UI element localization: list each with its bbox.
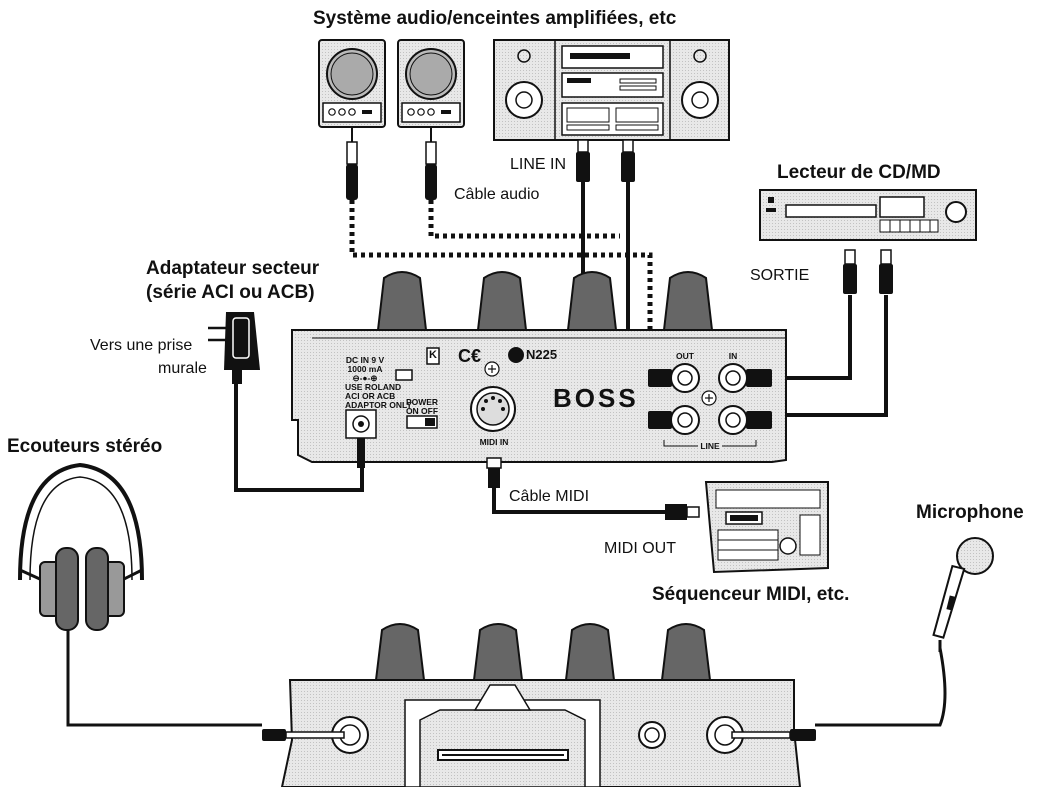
out-jack-label: OUT: [676, 351, 694, 361]
kensington-lock-icon: K: [429, 349, 437, 361]
line-bracket-label: LINE: [698, 442, 722, 451]
microphone: [932, 537, 994, 652]
speaker-jack-plugs: [346, 127, 437, 200]
headphones-label: Ecouteurs stéréo: [7, 436, 163, 457]
speaker-right: [397, 39, 465, 128]
power-label: POWER ON OFF: [404, 398, 440, 416]
dc-in-adaptor-only: ADAPTOR ONLY: [345, 400, 413, 410]
dc-in-aci-acb: ACI OR ACB: [345, 391, 396, 401]
ce-mark: C€: [458, 346, 482, 366]
speaker-left: [318, 39, 386, 128]
power-on-off: ON OFF: [405, 406, 439, 416]
midi-cable-label: Câble MIDI: [509, 488, 590, 505]
unit-rear-view: [291, 271, 787, 488]
headphones: [18, 462, 144, 631]
midi-out-label: MIDI OUT: [604, 540, 676, 557]
sortie-rca-plugs: [843, 249, 893, 294]
n225-mark: N225: [526, 347, 558, 362]
stereo-system: [493, 39, 730, 141]
microphone-label: Microphone: [916, 502, 1024, 523]
ac-adapter: [208, 312, 260, 384]
midi-sequencer: [665, 481, 829, 574]
sortie-label: SORTIE: [750, 267, 810, 284]
power-title: POWER: [405, 397, 439, 407]
sequencer-label: Séquenceur MIDI, etc.: [652, 584, 850, 605]
wall-outlet-label-line2: murale: [158, 360, 207, 377]
cd-player: [759, 189, 977, 241]
rca-jack: [670, 363, 748, 435]
dc-in-label: DC IN 9 V 1000 mA ⊖-●-⊕ USE ROLAND ACI O…: [345, 355, 413, 410]
wall-outlet-label-line1: Vers une prise: [90, 337, 193, 354]
line-in-rca-plugs: [576, 139, 635, 182]
midi-in-label: MIDI IN: [479, 437, 509, 447]
unit-front-view: [262, 623, 816, 787]
dc-in-voltage: DC IN 9 V: [345, 355, 385, 365]
audio-system-label: Système audio/enceintes amplifiées, etc: [313, 8, 677, 29]
brand-logo: BOSS: [553, 383, 639, 413]
adapter-label-line2: (série ACI ou ACB): [146, 282, 315, 303]
dc-in-use-roland: USE ROLAND: [345, 382, 402, 392]
audio-cable-label: Câble audio: [454, 186, 540, 203]
dc-in-polarity: ⊖-●-⊕: [352, 373, 378, 383]
dc-in-current: 1000 mA: [347, 364, 383, 374]
line-in-label: LINE IN: [510, 156, 567, 173]
in-jack-label: IN: [728, 351, 738, 361]
adapter-label-line1: Adaptateur secteur: [146, 258, 320, 279]
cd-player-label: Lecteur de CD/MD: [777, 162, 941, 183]
knob: [376, 271, 714, 331]
